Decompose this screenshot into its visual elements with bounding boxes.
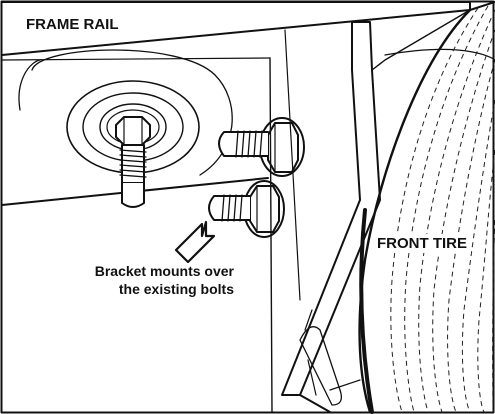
bracket-callout-line1: Bracket mounts over: [94, 263, 234, 279]
center-nut: [115, 116, 151, 146]
bracket-callout-line2: the existing bolts: [118, 281, 234, 297]
frame-rail-edge: [1, 1, 471, 56]
bracket-slot: [299, 326, 343, 406]
front-tire-label: FRONT TIRE: [375, 234, 469, 253]
pointer-arrow: [174, 220, 216, 264]
frame-rail-label: FRAME RAIL: [26, 16, 119, 33]
tire-tread: [390, 5, 495, 413]
tire-outline: [358, 8, 472, 414]
bracket-callout: Bracket mounts over the existing bolts: [64, 262, 234, 298]
